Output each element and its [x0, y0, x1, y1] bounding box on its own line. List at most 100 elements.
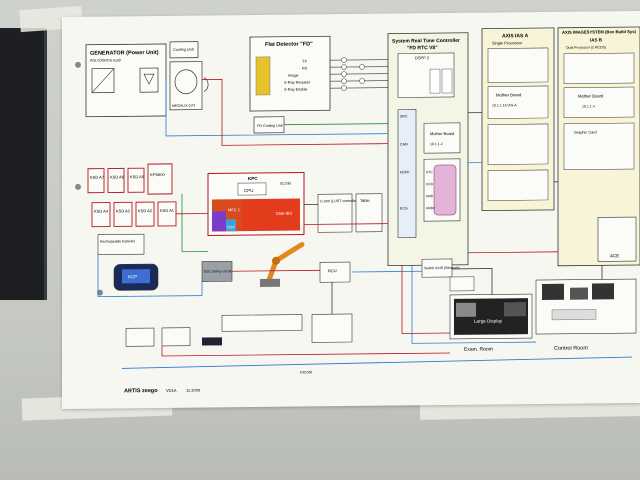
- punch-hole: [75, 61, 81, 68]
- workstations-left: [125, 313, 353, 347]
- safety-circuit: ESC Safety circuit: [201, 260, 233, 282]
- axis-ias-a-block: AXIS IAS A Single Processor Mother Board…: [481, 27, 555, 212]
- c-arm-label: C-arm (LUST controller): [320, 199, 358, 203]
- kcp-label: KCP: [128, 274, 137, 279]
- table-block: Table: [355, 193, 383, 233]
- ksd-top-0: KSD A7: [90, 175, 105, 180]
- axis-imagesystem-block: AXIS IMAGESYSTEM (Box Build Sys) IAS B D…: [557, 26, 640, 267]
- fd-line-2: Image: [288, 74, 299, 78]
- fd-cooling-unit: FD-Cooling Unit: [253, 116, 285, 134]
- ias-b-mother: Mother Board: [578, 93, 604, 98]
- ias-a-mother: Mother Board: [496, 92, 522, 97]
- kpc-mfc: MFC 1: [228, 207, 241, 212]
- table-label: Table: [360, 198, 370, 203]
- srtc-subtitle: "FD RTC V8": [407, 45, 438, 51]
- ksd-bottom-0: KSD A4: [94, 209, 109, 214]
- kpc-dse: DSE-IBS: [276, 211, 292, 216]
- megalix-tube: MEGALIX CAT: [169, 61, 209, 111]
- footer-version: VD1A: [166, 388, 177, 393]
- ksd-bottom-1: KSD A3: [116, 208, 131, 213]
- srtc-mother-version: 10.1.1.2: [430, 142, 443, 146]
- switch-label: Switch AXIS (Ethernet): [424, 266, 460, 270]
- ksd-bottom-row: KSD A4 KSD A3 KSD A2 KSD A1: [91, 201, 177, 228]
- exam-room-monitor: [449, 276, 475, 292]
- cooling-unit: Cooling Unit: [169, 41, 199, 59]
- fd-line-4: X-Ray Enable: [284, 87, 307, 91]
- ksd-bottom-2: KSD A2: [138, 208, 153, 213]
- srtc-cell-6: AMD: [426, 194, 434, 198]
- footer-product: ARTIS zeego: [124, 388, 158, 394]
- kpc-vga: VGA: [227, 225, 235, 229]
- control-room-group: Control Room: [535, 278, 637, 352]
- fd-line-3: X-Ray Request: [284, 80, 311, 84]
- flat-detector-title: Flat Detector "FD": [265, 41, 313, 48]
- fd-line-0: TX: [302, 59, 307, 63]
- wall-frame: [0, 28, 47, 300]
- generator-block: GENERATOR (Power Unit) POLYDOROS A100: [85, 43, 167, 118]
- detector-panel: [255, 56, 271, 96]
- safety-label: ESC Safety circuit: [204, 269, 231, 273]
- srtc-cell-2: FDFP: [400, 170, 410, 174]
- schematic-poster: GENERATOR (Power Unit) POLYDOROS A100 Co…: [62, 10, 640, 410]
- generator-subtitle: POLYDOROS A100: [90, 58, 121, 62]
- batteries-label: Rechargeable batteries: [100, 239, 135, 243]
- fd-signal-lines: [330, 59, 390, 89]
- footer-date: 11.2009: [186, 388, 201, 393]
- srtc-cylinder: [433, 164, 457, 216]
- kpc-block: KPC CPU MFC 1 VGA DSE-IBS SCOM: [207, 171, 305, 237]
- ias-a-subtitle: Single Processor: [492, 40, 523, 45]
- punch-hole: [75, 183, 81, 190]
- srtc-block: System Real Time Controller "FD RTC V8" …: [387, 32, 469, 267]
- ace-label: ACE: [610, 253, 619, 258]
- dicom-line: [121, 356, 633, 369]
- graphic-card-label: Graphic Card: [574, 130, 597, 134]
- exam-room-label: Exam. Room: [464, 347, 493, 353]
- srtc-cell-0: SRC: [400, 114, 408, 118]
- srtc-mother-label: Mother Board: [430, 131, 454, 136]
- fd-cooling-label: FD-Cooling Unit: [257, 124, 283, 128]
- srtc-bus-strip: [397, 109, 417, 238]
- kpc-scom: SCOM: [280, 182, 291, 186]
- exam-room-group: Large Display Exam. Room: [449, 293, 533, 353]
- srtc-cell-4: DTC: [426, 170, 433, 174]
- fd-line-1: RX: [302, 66, 308, 70]
- system-diagram: GENERATOR (Power Unit) POLYDOROS A100 Co…: [75, 26, 640, 394]
- dspp-label: DSPP 2: [415, 55, 430, 60]
- kpc-main-card: [242, 198, 300, 232]
- megalix-label: MEGALIX CAT: [172, 104, 196, 108]
- ias-a-title: AXIS IAS A: [502, 33, 529, 39]
- ias-b-version: 10.1.1.4: [582, 104, 595, 108]
- ksd-top-row: KSD A7 KSD A6 KSD A5 KPS600: [87, 163, 173, 195]
- control-room-label: Control Room: [554, 346, 588, 352]
- robot-arm-icon: [260, 242, 305, 287]
- rcu-label: RCU: [328, 268, 337, 273]
- kpc-title: KPC: [248, 176, 258, 181]
- cooling-label: Cooling Unit: [173, 48, 195, 52]
- switch-axis: Switch AXIS (Ethernet): [421, 258, 460, 278]
- batteries: Rechargeable batteries: [97, 233, 145, 255]
- ksd-top-2: KSD A5: [130, 174, 145, 179]
- srtc-cell-7: AMD2: [426, 206, 435, 210]
- generator-title: GENERATOR (Power Unit): [90, 50, 159, 57]
- fd-line-connectors: [341, 57, 365, 91]
- ksd-bottom-3: KSD A1: [160, 208, 175, 213]
- srtc-title: System Real Time Controller: [392, 38, 460, 45]
- ksd-top-3: KPS600: [150, 172, 165, 177]
- punch-hole: [97, 289, 103, 296]
- dicom-label: DICOM: [300, 370, 312, 374]
- ias-b-title: IAS B: [590, 37, 603, 42]
- c-arm-block: C-arm (LUST controller): [317, 193, 358, 233]
- kpc-cpu: CPU: [244, 188, 254, 193]
- ias-b-subtitle: Dual Processor (2 RCDS): [566, 45, 606, 49]
- large-display-label: Large Display: [474, 318, 503, 323]
- kcp-pendant: KCP: [113, 263, 159, 291]
- imagesystem-title: AXIS IMAGESYSTEM (Box Build Sys): [562, 29, 637, 35]
- srtc-cell-3: ECG: [400, 206, 408, 210]
- interconnect-wires: [97, 78, 603, 357]
- srtc-cell-1: CAN: [400, 142, 408, 146]
- ksd-top-1: KSD A6: [110, 174, 125, 179]
- srtc-cell-5: CCD: [426, 182, 434, 186]
- ias-a-version: 10.1.1.15 IAS-A: [492, 103, 517, 107]
- rcu-block: RCU: [319, 261, 351, 283]
- flat-detector-block: Flat Detector "FD" TX RX Image X-Ray Req…: [249, 35, 331, 112]
